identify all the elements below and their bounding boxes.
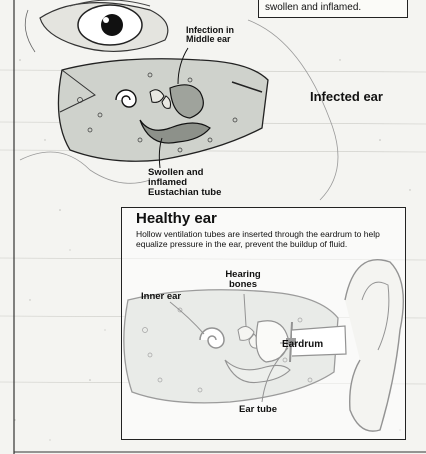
ear-tube-label: Ear tube xyxy=(239,405,277,415)
healthy-ear-title: Healthy ear xyxy=(136,211,217,227)
infection-label: Infection in Middle ear xyxy=(186,26,256,45)
infected-ear-title: Infected ear xyxy=(310,90,383,104)
healthy-ear-description: Hollow ventilation tubes are inserted th… xyxy=(136,230,401,250)
eye-illustration xyxy=(25,0,168,52)
top-note-box: swollen and inflamed. xyxy=(258,0,408,18)
swollen-tube-label: Swollen and inflamed Eustachian tube xyxy=(148,168,238,198)
hearing-bones-label: Hearing bones xyxy=(218,270,268,290)
eardrum-label: Eardrum xyxy=(282,340,323,351)
top-note-text: swollen and inflamed. xyxy=(265,2,361,13)
swollen-label-line3: Eustachian tube xyxy=(148,188,238,198)
infected-ear-illustration xyxy=(58,48,268,168)
inner-ear-label: Inner ear xyxy=(141,292,181,302)
